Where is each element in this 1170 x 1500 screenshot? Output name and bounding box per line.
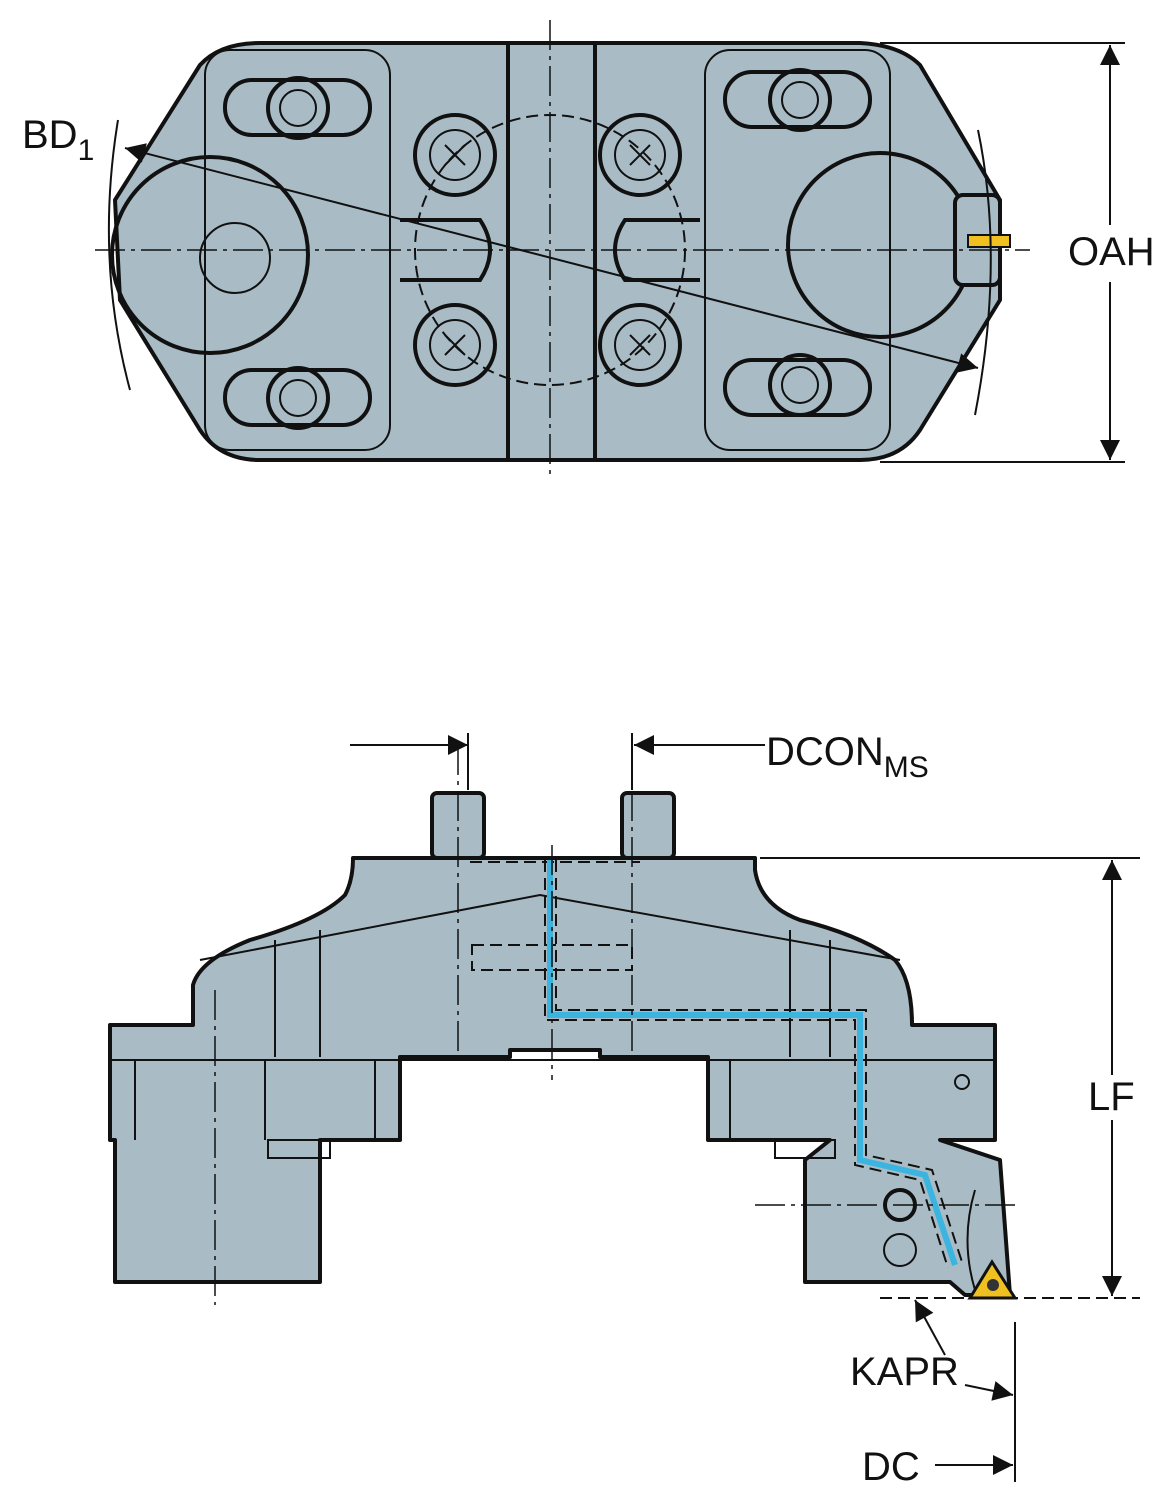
top-view: [95, 20, 1125, 478]
side-view: [108, 733, 1140, 1482]
dc-label: DC: [862, 1445, 920, 1489]
bd1-label: BD1: [22, 113, 94, 167]
dcon-ms-label: DCONMS: [766, 730, 929, 784]
lf-label: LF: [1088, 1075, 1135, 1119]
oah-label: OAH: [1068, 230, 1155, 274]
kapr-label: KAPR: [850, 1350, 959, 1394]
